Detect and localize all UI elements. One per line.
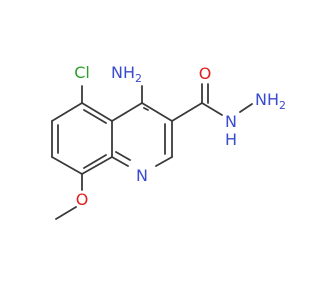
bond xyxy=(141,102,173,122)
molecule-diagram: Cl NH2 O N H NH2 N O xyxy=(51,63,286,220)
bond xyxy=(51,102,83,122)
ring-nitrogen-label: N xyxy=(136,166,148,185)
bond-o-ch3 xyxy=(55,206,77,220)
ether-oxygen-label: O xyxy=(76,190,89,209)
hydrazide-nitrogen-label: N xyxy=(225,112,237,131)
hydrazide-hydrogen-label: H xyxy=(225,130,237,149)
bonds xyxy=(51,83,253,220)
bond xyxy=(111,156,129,167)
bond xyxy=(111,102,143,122)
chlorine-label: Cl xyxy=(74,63,90,82)
structure-canvas: Cl NH2 O N H NH2 N O xyxy=(51,63,286,220)
bond xyxy=(81,102,113,122)
bond xyxy=(155,156,173,167)
bond-double-inner xyxy=(143,107,149,111)
bond-double-inner xyxy=(83,109,107,124)
amine-nitrogen-label: NH2 xyxy=(111,63,142,85)
bond-to-carbonyl xyxy=(171,102,203,122)
terminal-amine-label: NH2 xyxy=(255,90,286,112)
atom-labels: Cl NH2 O N H NH2 N O xyxy=(74,63,286,209)
bond xyxy=(81,156,113,175)
bond-double-inner xyxy=(115,151,131,161)
bond-c-n xyxy=(201,102,223,116)
bond xyxy=(51,156,83,175)
bond-double-inner xyxy=(83,154,107,169)
bond-n-n xyxy=(239,103,253,113)
carbonyl-oxygen-label: O xyxy=(199,64,212,83)
